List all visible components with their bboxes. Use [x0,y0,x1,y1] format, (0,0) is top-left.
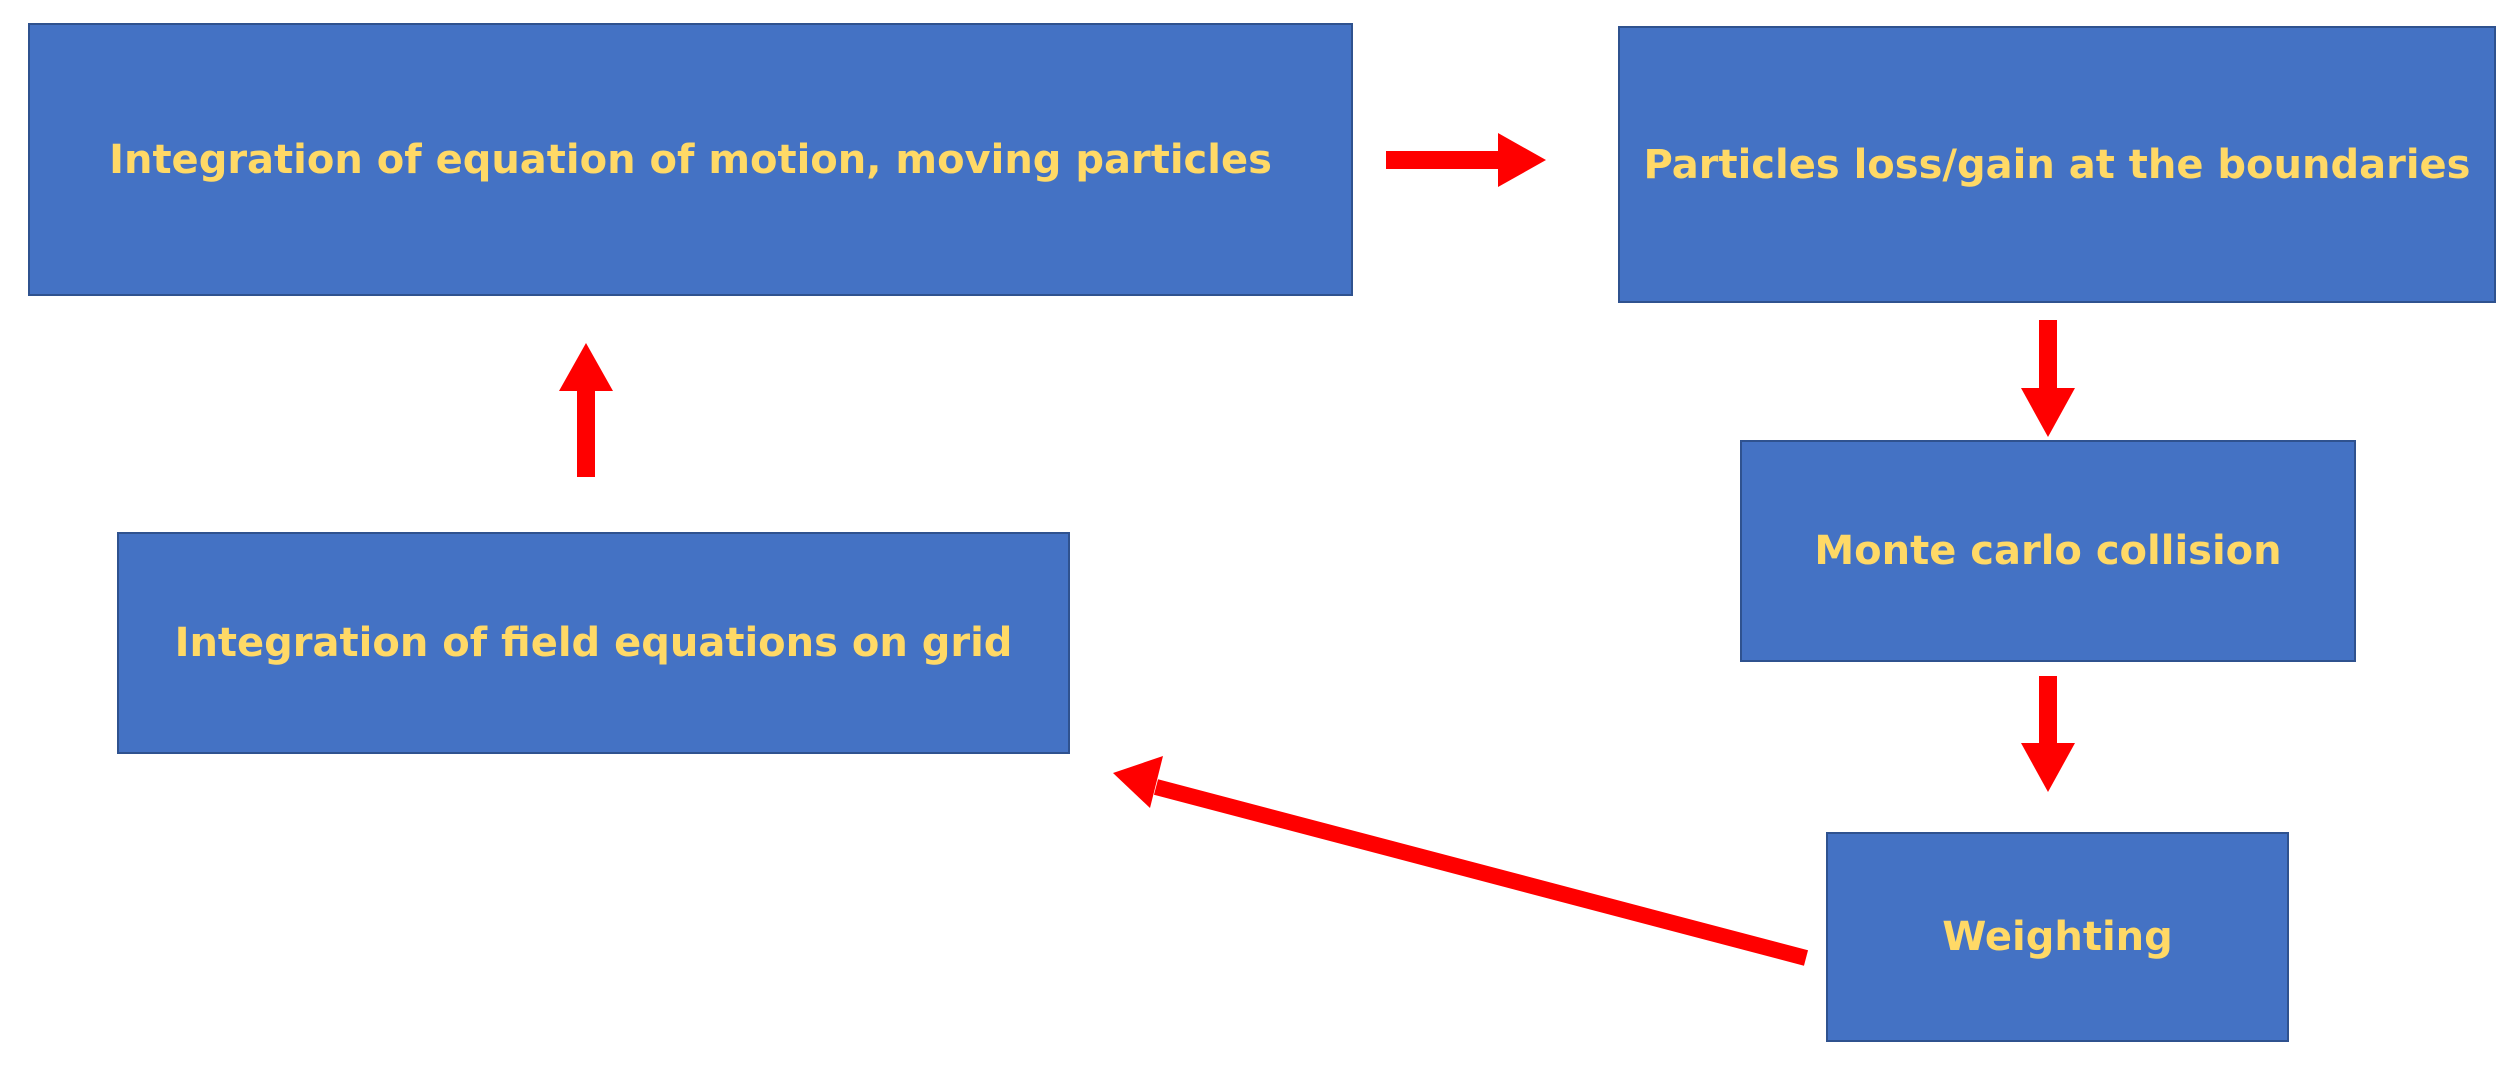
node-collision-label: Monte carlo collision [1814,528,2282,574]
node-boundary-label: Particles loss/gain at the boundaries [1643,141,2471,188]
arrow-weighting-to-field [1113,756,1809,966]
node-monte-carlo-collision: Monte carlo collision [1740,440,2356,662]
node-weighting: Weighting [1826,832,2289,1042]
node-motion-integration: Integration of equation of motion, movin… [28,23,1353,296]
arrow-field-to-motion [559,343,613,477]
arrow-motion-to-boundary [1386,133,1546,187]
node-field-label: Integration of field equations on grid [174,620,1013,666]
arrow-collision-to-weighting [2021,676,2075,792]
arrow-boundary-to-collision [2021,320,2075,437]
node-motion-label: Integration of equation of motion, movin… [109,136,1272,183]
node-weighting-label: Weighting [1942,914,2173,960]
node-field-integration: Integration of field equations on grid [117,532,1070,754]
node-boundary-loss-gain: Particles loss/gain at the boundaries [1618,26,2496,303]
